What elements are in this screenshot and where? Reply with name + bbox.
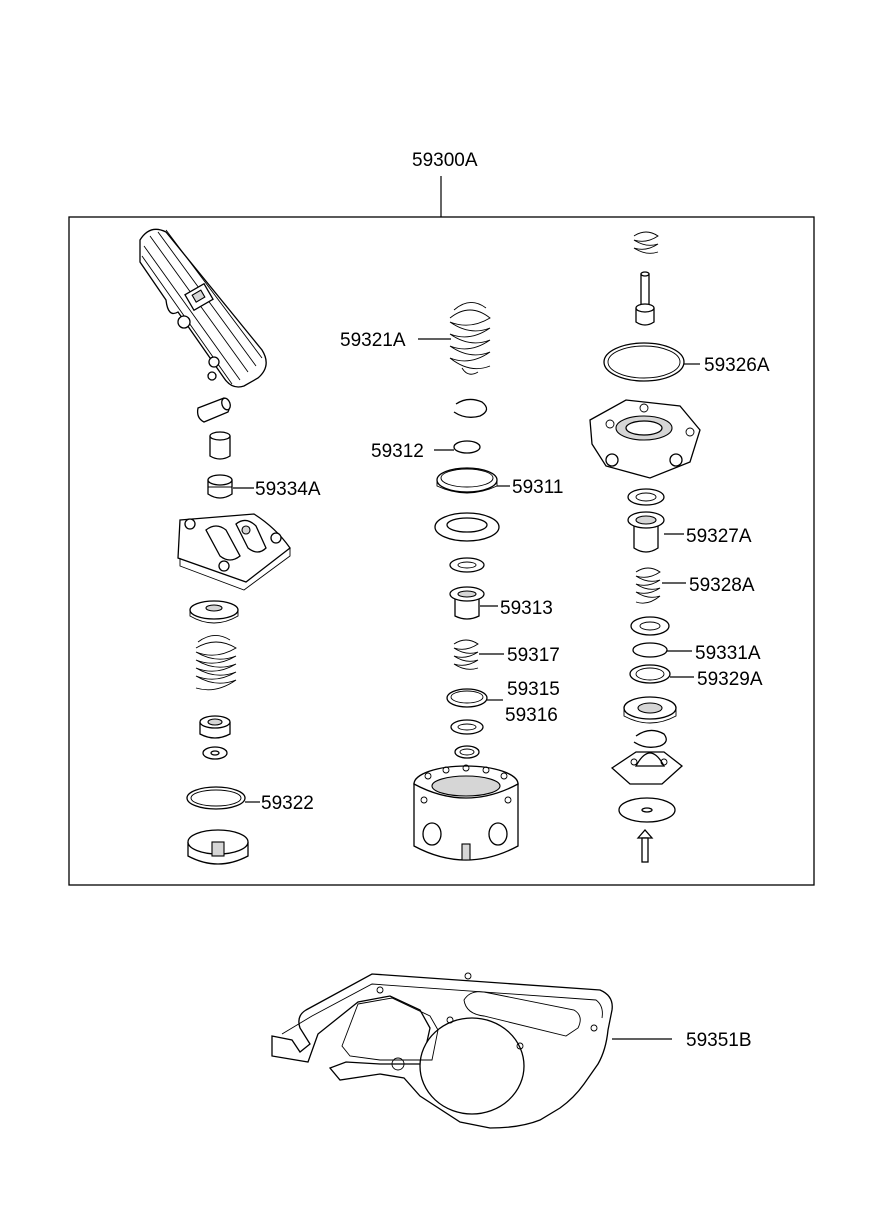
label-59312: 59312 [371,441,424,462]
clip-right-drawing [633,729,667,748]
ring-lower-center-drawing [454,745,480,759]
washer-large-drawing [434,512,500,542]
label-59311: 59311 [512,477,563,498]
label-59313: 59313 [500,598,553,619]
cap-drawing [199,715,231,739]
spring-59328a-drawing [635,567,661,604]
spring-top-right-drawing [633,231,659,254]
snap-ring-drawing [453,398,488,418]
pedal-bracket-drawing [177,513,291,591]
label-59331A: 59331A [695,643,761,664]
label-59322: 59322 [261,793,314,814]
spring-59321a-drawing [449,302,491,375]
valve-body-drawing [589,399,701,479]
diaphragm-drawing [618,797,676,823]
spring-59317-drawing [453,639,479,670]
washer-right-mid-drawing [630,616,670,636]
end-cap-drawing [187,829,249,865]
label-59334A: 59334A [255,479,321,500]
ring-59311-drawing [436,467,498,494]
label-59327A: 59327A [686,526,752,547]
label-59328A: 59328A [689,575,755,596]
bushing-59313-drawing [449,586,485,620]
bushing-59334a-drawing [207,474,233,499]
washer-small-center-drawing [449,557,485,573]
label-59316: 59316 [505,705,558,726]
return-spring-drawing [195,635,237,691]
pedal-pad-drawing [139,228,267,388]
pin-drawing [196,397,231,423]
push-rod-drawing [635,271,655,326]
ring-59331a-drawing [632,642,668,658]
washer-right-top-drawing [627,488,665,506]
valve-seat-drawing [610,751,684,785]
sleeve-59327a-drawing [627,511,665,553]
label-59321A: 59321A [340,330,406,351]
oring-59326a-drawing [603,342,685,382]
label-59329A: 59329A [697,669,763,690]
ring-59315-drawing [446,688,488,708]
washer-lower-center-drawing [450,719,484,735]
gasket-drawing [271,972,613,1129]
ring-59312-drawing [453,440,481,454]
seat-drawing [623,696,677,724]
washer-drawing [189,600,239,624]
label-59351B: 59351B [686,1030,752,1051]
label-59315: 59315 [507,679,560,700]
label-59326A: 59326A [704,355,770,376]
assembly-frame [68,216,815,886]
cylinder-body-drawing [413,764,519,861]
label-59317: 59317 [507,645,560,666]
oring-59322-drawing [186,786,246,810]
small-washer-drawing [202,746,228,760]
assembly-label: 59300A [412,150,478,171]
bushing-drawing [209,431,231,460]
bolt-drawing [636,829,654,863]
ring-59329a-drawing [629,664,671,684]
